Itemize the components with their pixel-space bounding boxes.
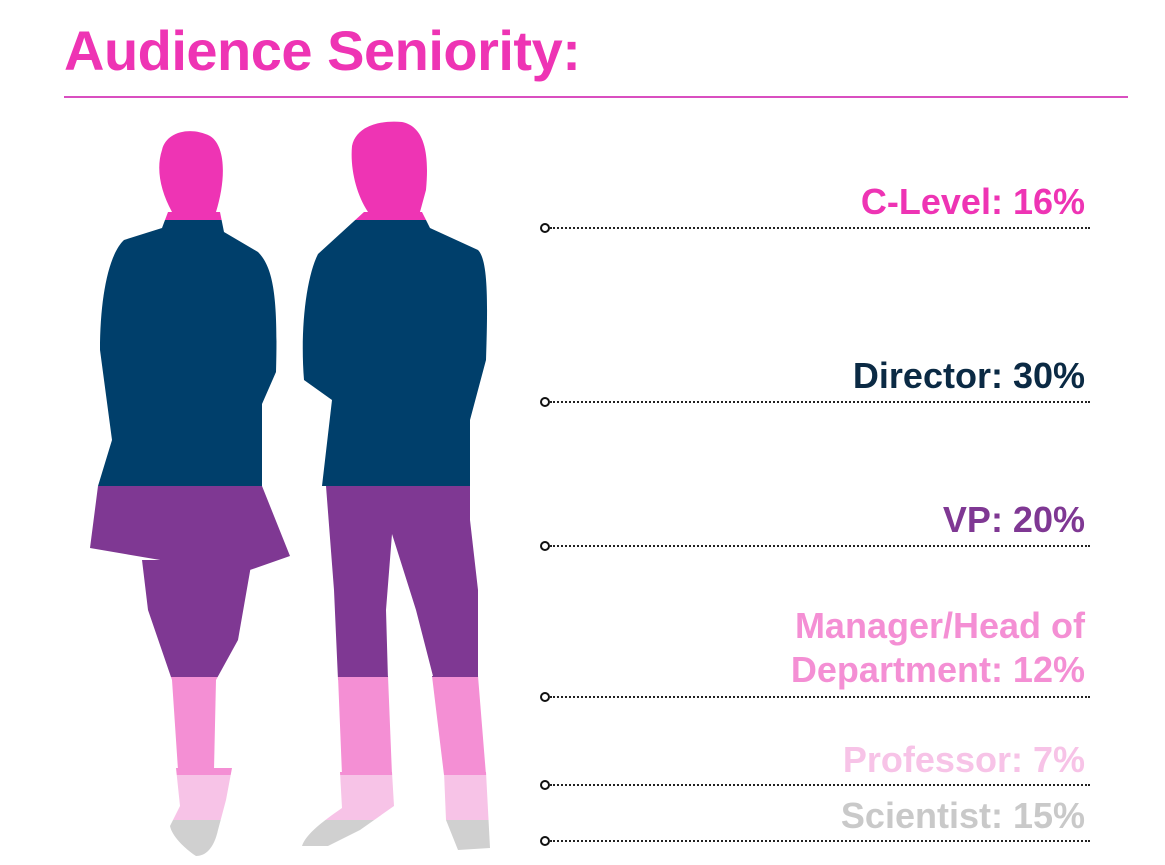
leader-dot: [540, 397, 550, 407]
chart-title: Audience Seniority:: [64, 19, 581, 82]
leader-director: [540, 397, 1090, 407]
leader-line: [550, 784, 1090, 786]
leader-professor: [540, 780, 1090, 790]
leader-c-level: [540, 223, 1090, 233]
label-c-level: C-Level: 16%: [860, 181, 1085, 222]
label-manager-text: Manager/Head of Department: 12%: [790, 605, 1085, 690]
band-director: [90, 220, 490, 486]
title-underline: [64, 96, 1128, 98]
label-manager: Manager/Head of Department: 12%: [755, 604, 1085, 692]
leader-dot: [540, 836, 550, 846]
label-professor: Professor: 7%: [842, 739, 1085, 780]
leader-manager: [540, 692, 1090, 702]
leader-vp: [540, 541, 1090, 551]
band-vp: [90, 486, 490, 677]
leader-scientist: [540, 836, 1090, 846]
leader-dot: [540, 692, 550, 702]
leader-line: [550, 401, 1090, 403]
leader-line: [550, 840, 1090, 842]
label-vp: VP: 20%: [942, 499, 1085, 540]
leader-dot: [540, 223, 550, 233]
band-c-level: [90, 121, 490, 220]
band-scientist: [90, 820, 490, 856]
label-scientist: Scientist: 15%: [840, 795, 1085, 836]
label-director: Director: 30%: [852, 355, 1085, 396]
leader-line: [550, 227, 1090, 229]
leader-line: [550, 696, 1090, 698]
band-manager-head-of-department: [90, 677, 490, 775]
leader-line: [550, 545, 1090, 547]
leader-dot: [540, 780, 550, 790]
band-professor: [90, 775, 490, 820]
leader-dot: [540, 541, 550, 551]
